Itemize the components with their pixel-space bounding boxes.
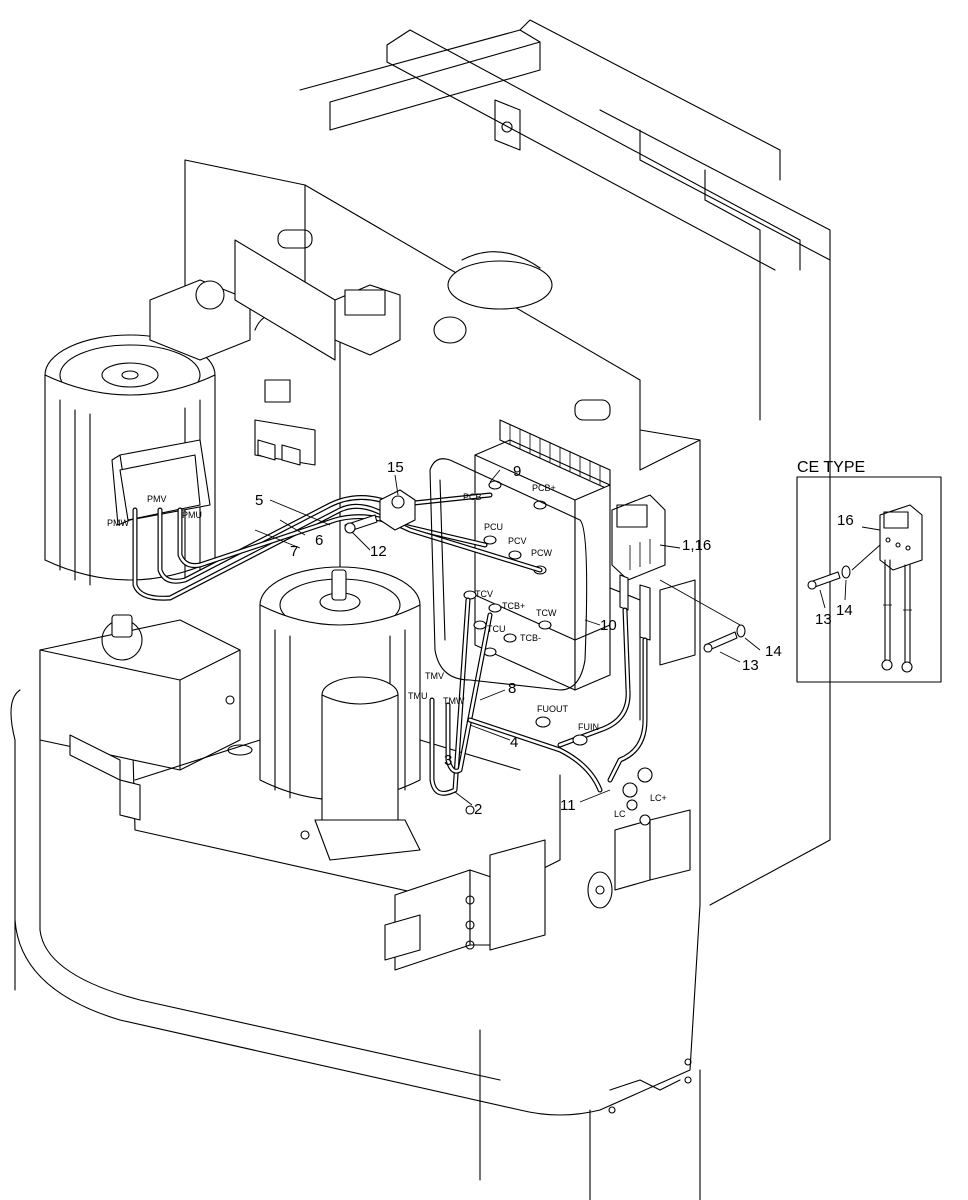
label-pcb-minus: PCB-: [463, 492, 485, 502]
clamp-and-bolt: [344, 489, 416, 534]
ce-callout-16: 16: [837, 512, 854, 529]
label-tmv: TMV: [425, 671, 444, 681]
callout-1-16: 1,16: [682, 537, 711, 554]
label-tcb-minus: TCB-: [520, 633, 541, 643]
label-pmv: PMV: [147, 494, 167, 504]
label-lc: LC: [614, 809, 626, 819]
pump-motor: [44, 239, 401, 586]
callouts: 1,16 2 3 4 5 6 7 8 9 10 11 12 13 14 15: [255, 459, 782, 818]
callout-10: 10: [600, 617, 617, 634]
leader-lines: [254, 469, 761, 806]
label-tmw: TMW: [443, 696, 465, 706]
bolt-13-14: [703, 624, 746, 653]
callout-14: 14: [765, 643, 782, 660]
ce-callout-14: 14: [836, 602, 853, 619]
callout-4: 4: [510, 734, 518, 751]
battery-connector: [611, 494, 696, 666]
label-pcu: PCU: [484, 522, 503, 532]
label-tcv: TCV: [475, 589, 493, 599]
truck-frame: [10, 19, 831, 1200]
callout-8: 8: [508, 680, 516, 697]
label-tcu: TCU: [487, 624, 506, 634]
ce-type-title: CE TYPE: [797, 459, 865, 476]
contactor: [587, 809, 691, 909]
label-pcv: PCV: [508, 536, 527, 546]
label-pcb-plus: PCB+: [532, 483, 556, 493]
callout-3: 3: [444, 752, 452, 769]
label-fuout: FUOUT: [537, 704, 568, 714]
lower-electronics: [384, 839, 546, 971]
callout-15: 15: [387, 459, 404, 476]
label-lc-plus: LC+: [650, 793, 667, 803]
callout-11: 11: [560, 797, 576, 814]
callout-7: 7: [290, 543, 298, 560]
label-tcb-plus: TCB+: [502, 601, 525, 611]
label-tcw: TCW: [536, 608, 557, 618]
label-pmw: PMW: [107, 518, 130, 528]
label-fuin: FUIN: [578, 722, 599, 732]
traction-motor: [134, 566, 521, 861]
label-tmu: TMU: [408, 691, 428, 701]
callout-5: 5: [255, 492, 263, 509]
label-pmu: PMU: [182, 510, 202, 520]
callout-13: 13: [742, 657, 759, 674]
ce-type-inset: CE TYPE 16 13 14: [796, 459, 942, 683]
motor-controller: [463, 419, 611, 691]
ce-callout-13: 13: [815, 611, 832, 628]
callout-12: 12: [370, 543, 387, 560]
callout-2: 2: [474, 801, 482, 818]
callout-9: 9: [513, 463, 521, 480]
label-pcw: PCW: [531, 548, 553, 558]
terminal-labels: PMV PMW PMU PCB- PCB+ PCU PCV PCW TCV TC…: [107, 483, 667, 819]
callout-6: 6: [315, 532, 323, 549]
